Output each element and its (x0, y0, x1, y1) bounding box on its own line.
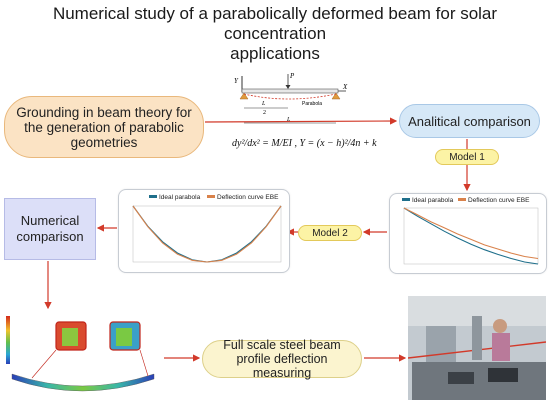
load-label: P (289, 72, 295, 80)
chart-model-1-legend: Ideal parabola Deflection curve EBE (402, 197, 530, 204)
model-1-label: Model 1 (435, 149, 499, 165)
parabola-curve (243, 93, 337, 100)
model-2-label: Model 2 (298, 225, 362, 241)
governing-equation: dy²/dx² = M/EI , Y = (x − h)²/4n + k (232, 138, 377, 149)
title-line-1: Numerical study of a parabolically defor… (52, 4, 498, 43)
grounding-box: Grounding in beam theory for the generat… (4, 96, 204, 158)
chart-model-1-series-0 (403, 207, 539, 265)
chart-model-2-legend-label: Deflection curve EBE (217, 194, 279, 201)
chart-model-2-plot: Ideal parabola Deflection curve EBE (132, 194, 282, 263)
beam-sketch: Y X P Parabola L 2 L (234, 72, 348, 124)
y-axis-label: Y (234, 77, 239, 85)
full-scale-measuring-box: Full scale steel beam profile deflection… (202, 338, 362, 380)
chart-model-1-plot: Ideal parabola Deflection curve EBE (402, 197, 539, 265)
chart-model-2-series-0 (132, 205, 282, 263)
chart-model-1-legend-label: Deflection curve EBE (468, 197, 530, 204)
chart-model-2-series-1 (132, 205, 282, 263)
chart-model-1-series-1 (403, 207, 539, 260)
left-support (239, 92, 249, 100)
chart-model-2-legend: Ideal parabola Deflection curve EBE (149, 194, 279, 201)
chart-model-1-legend-swatch (402, 198, 410, 201)
full-span-label: L (286, 117, 291, 123)
chart-model-2-legend-label: Ideal parabola (159, 194, 201, 201)
chart-model-1-frame (403, 207, 539, 265)
right-support (331, 92, 341, 100)
color-bar (6, 316, 10, 364)
title-line-2: applications (230, 44, 320, 63)
parabola-label: Parabola (302, 101, 322, 107)
person-body (492, 333, 510, 361)
chart-model-1-legend-swatch (458, 198, 466, 201)
chart-model-2: Ideal parabola Deflection curve EBE (118, 189, 290, 273)
deformed-beam (11, 373, 155, 392)
simulation-image (2, 312, 160, 400)
person-head (493, 319, 507, 333)
chart-model-2-legend-swatch (207, 195, 215, 198)
x-axis-label: X (342, 83, 348, 91)
half-span-denominator: 2 (263, 110, 266, 116)
chart-model-1: Ideal parabola Deflection curve EBE (389, 193, 547, 274)
chart-model-1-legend-label: Ideal parabola (412, 197, 454, 204)
lab-measurement-photo (408, 296, 546, 400)
arrow-grounding-to-analitical (204, 117, 398, 125)
analitical-comparison-box: Analitical comparison (399, 104, 540, 138)
numerical-comparison-box: Numerical comparison (4, 198, 96, 260)
chart-model-2-legend-swatch (149, 195, 157, 198)
beam (241, 88, 339, 94)
page-title: Numerical study of a parabolically defor… (0, 4, 550, 64)
half-span-label: L (261, 101, 266, 107)
